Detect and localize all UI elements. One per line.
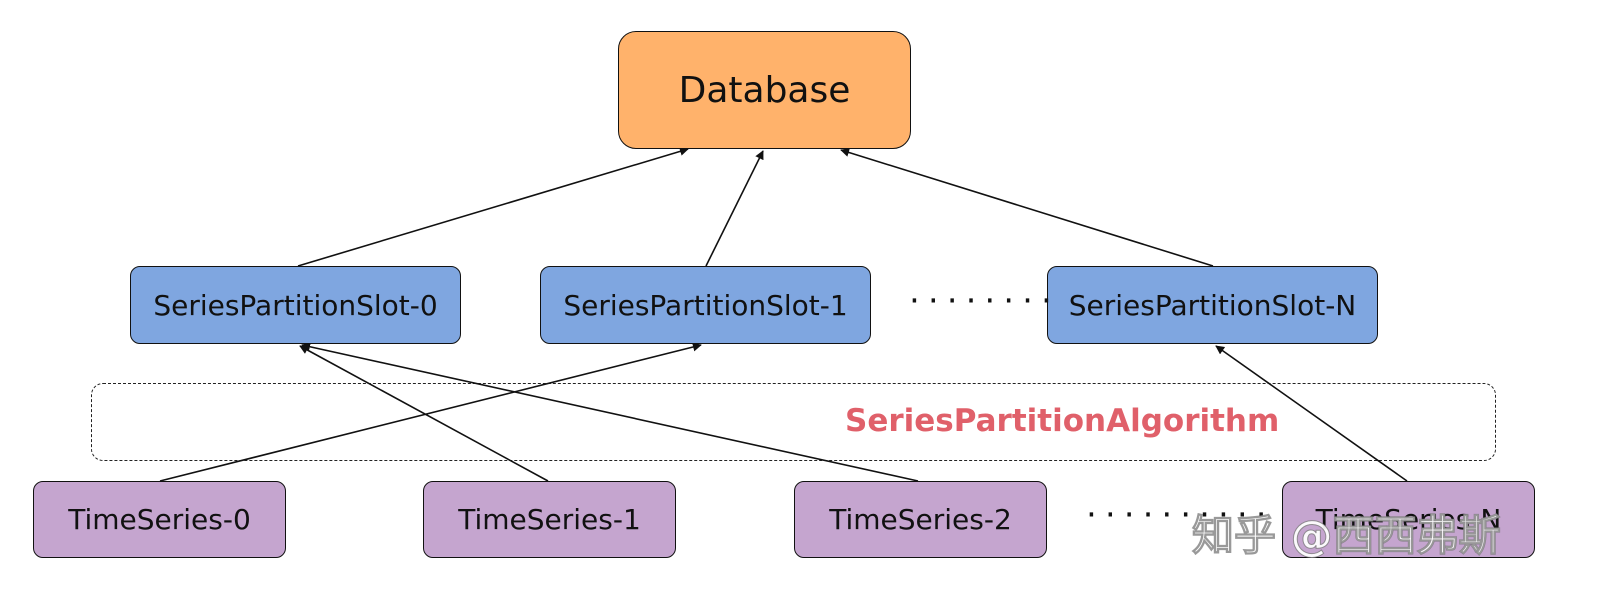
partition-algorithm-label: SeriesPartitionAlgorithm <box>845 403 1280 439</box>
slot-node-1: SeriesPartitionSlot-1 <box>540 266 871 344</box>
edge-ts1-to-slot0 <box>299 345 549 482</box>
partition-algorithm-region <box>91 383 1496 461</box>
edge-ts2-to-slot0 <box>301 342 919 482</box>
database-node: Database <box>618 31 911 149</box>
watermark-text: 知乎 @西西弗斯 <box>1192 511 1502 561</box>
slot-node-n: SeriesPartitionSlot-N <box>1047 266 1378 344</box>
timeseries-node-2: TimeSeries-2 <box>794 481 1047 558</box>
edge-slot1-to-database <box>705 150 764 267</box>
timeseries-node-n: TimeSeries-N <box>1282 481 1535 558</box>
timeseries-ellipsis: ·········· <box>1083 498 1272 531</box>
slot-ellipsis: ········ <box>906 284 1057 317</box>
timeseries-node-0: TimeSeries-0 <box>33 481 286 558</box>
edge-slot0-to-database <box>297 147 689 267</box>
timeseries-node-1: TimeSeries-1 <box>423 481 676 558</box>
edge-ts0-to-slot1 <box>159 342 702 482</box>
slot-node-0: SeriesPartitionSlot-0 <box>130 266 461 344</box>
edge-slotN-to-database <box>840 148 1214 267</box>
edge-tsN-to-slotN <box>1215 345 1408 482</box>
